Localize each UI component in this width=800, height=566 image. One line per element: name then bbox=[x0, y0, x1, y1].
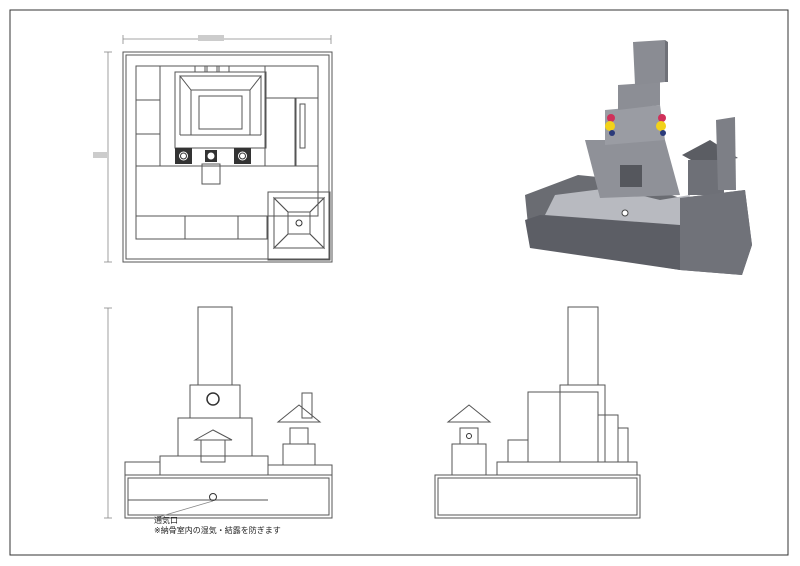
flower-left bbox=[605, 114, 615, 136]
width-dimension-label bbox=[198, 35, 224, 41]
perspective-render bbox=[525, 40, 752, 275]
sheet-frame bbox=[9, 9, 789, 556]
front-elevation bbox=[104, 306, 333, 519]
depth-dimension-label bbox=[93, 152, 107, 158]
vent-description: ※納骨室内の湿気・結露を防ぎます bbox=[154, 526, 281, 535]
vent-label: 通気口 bbox=[154, 516, 178, 525]
vent-annotation: 通気口 ※納骨室内の湿気・結露を防ぎます bbox=[154, 516, 281, 536]
side-elevation bbox=[434, 306, 641, 519]
plan-view bbox=[93, 35, 333, 263]
flower-right bbox=[656, 114, 666, 136]
